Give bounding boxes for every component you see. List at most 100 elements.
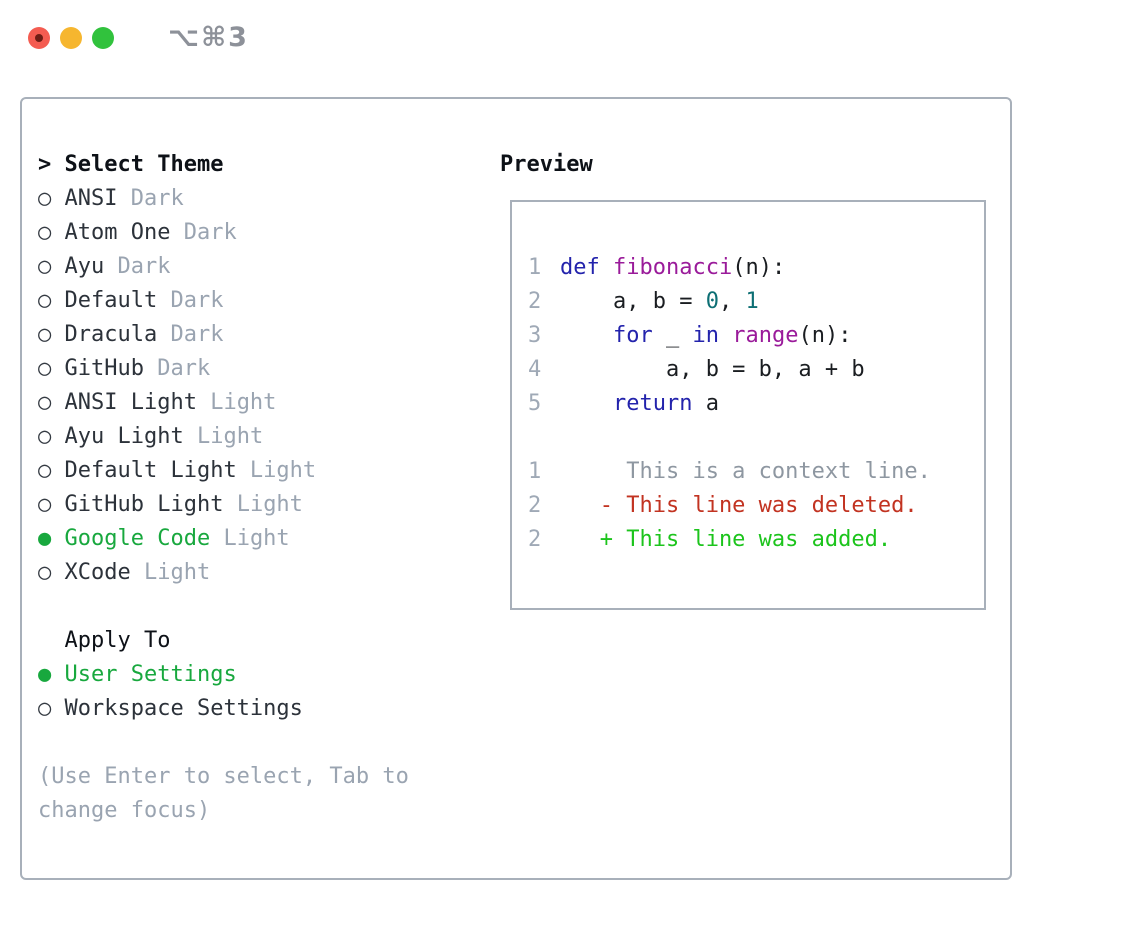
- code-line: 2 a, b = 0, 1: [528, 285, 984, 319]
- code-line: 4 a, b = b, a + b: [528, 353, 984, 387]
- radio-icon: ○: [38, 186, 65, 211]
- line-number: 2: [528, 493, 542, 518]
- theme-variant: Dark: [117, 186, 184, 211]
- radio-icon: ○: [38, 424, 65, 449]
- code-line: 1 def fibonacci(n):: [528, 251, 984, 285]
- line-number: 5: [528, 391, 542, 416]
- theme-list: > Select Theme○ ANSI Dark○ Atom One Dark…: [38, 148, 478, 828]
- theme-name: Atom One: [64, 220, 171, 245]
- hint-text: (Use Enter to select, Tab to change focu…: [38, 764, 409, 823]
- line-number: 3: [528, 323, 542, 348]
- theme-option-github-light[interactable]: ○ GitHub Light Light: [38, 488, 478, 522]
- diff-line-added: 2 + This line was added.: [528, 523, 984, 557]
- window-title: ⌥⌘3: [168, 22, 249, 53]
- apply-option-user-settings[interactable]: ● User Settings: [38, 658, 478, 692]
- theme-name: ANSI Light: [64, 390, 197, 415]
- code-token: 0: [705, 289, 719, 314]
- code-token: ,: [718, 289, 746, 314]
- diff-text: + This line was added.: [560, 527, 892, 552]
- code-token: [560, 323, 613, 348]
- theme-option-google-code[interactable]: ● Google Code Light: [38, 522, 478, 556]
- theme-variant: Dark: [143, 356, 211, 381]
- code-token: _: [652, 323, 693, 348]
- traffic-lights: [28, 27, 114, 49]
- theme-option-default[interactable]: ○ Default Dark: [38, 284, 478, 318]
- code-token: 1: [745, 289, 759, 314]
- header-prefix: >: [38, 152, 65, 177]
- theme-variant: Light: [236, 458, 317, 483]
- apply-option-label: Workspace Settings: [64, 696, 303, 721]
- apply-option-workspace-settings[interactable]: ○ Workspace Settings: [38, 692, 478, 726]
- code-token: for: [612, 323, 653, 348]
- radio-icon: ○: [38, 288, 65, 313]
- theme-variant: Dark: [157, 322, 224, 347]
- theme-picker-dialog: > Select Theme○ ANSI Dark○ Atom One Dark…: [20, 97, 1012, 880]
- titlebar: ⌥⌘3: [0, 0, 1140, 97]
- radio-icon: ○: [38, 560, 65, 585]
- theme-name: Default Light: [64, 458, 237, 483]
- theme-name: ANSI: [64, 186, 118, 211]
- code-token: fibonacci: [613, 255, 733, 280]
- code-content: for _ in range(n):: [560, 319, 851, 353]
- code-token: a, b =: [560, 289, 706, 314]
- line-number: 1: [528, 459, 542, 484]
- theme-name: Google Code: [64, 526, 211, 551]
- theme-name: Ayu: [64, 254, 105, 279]
- theme-variant: Dark: [170, 220, 237, 245]
- theme-option-ayu-light[interactable]: ○ Ayu Light Light: [38, 420, 478, 454]
- zoom-button[interactable]: [92, 27, 114, 49]
- theme-option-xcode[interactable]: ○ XCode Light: [38, 556, 478, 590]
- theme-list-header-label: Select Theme: [64, 152, 224, 177]
- spacer-row: [38, 590, 478, 624]
- code-token: [560, 391, 613, 416]
- theme-variant: Light: [130, 560, 211, 585]
- code-content: return a: [560, 387, 719, 421]
- theme-option-atom-one[interactable]: ○ Atom One Dark: [38, 216, 478, 250]
- apply-to-header-label: Apply To: [38, 628, 171, 653]
- theme-variant: Dark: [104, 254, 171, 279]
- code-line: 3 for _ in range(n):: [528, 319, 984, 353]
- code-token: in: [692, 323, 719, 348]
- theme-variant: Light: [183, 424, 264, 449]
- spacer-row: [38, 726, 478, 760]
- close-button[interactable]: [28, 27, 50, 49]
- radio-icon: ○: [38, 390, 65, 415]
- theme-option-ayu[interactable]: ○ Ayu Dark: [38, 250, 478, 284]
- theme-name: GitHub Light: [64, 492, 224, 517]
- minimize-button[interactable]: [60, 27, 82, 49]
- radio-icon: ○: [38, 322, 65, 347]
- apply-option-label: User Settings: [64, 662, 237, 687]
- theme-option-github[interactable]: ○ GitHub Dark: [38, 352, 478, 386]
- diff-line-deleted: 2 - This line was deleted.: [528, 489, 984, 523]
- theme-name: Dracula: [64, 322, 158, 347]
- theme-option-default-light[interactable]: ○ Default Light Light: [38, 454, 478, 488]
- theme-option-ansi[interactable]: ○ ANSI Dark: [38, 182, 478, 216]
- theme-option-dracula[interactable]: ○ Dracula Dark: [38, 318, 478, 352]
- line-number: 1: [528, 255, 542, 280]
- theme-name: Default: [64, 288, 158, 313]
- radio-icon: ○: [38, 696, 65, 721]
- code-content: def fibonacci(n):: [560, 251, 785, 285]
- theme-name: XCode: [64, 560, 131, 585]
- radio-icon: ○: [38, 254, 65, 279]
- code-token: def: [560, 255, 600, 280]
- theme-list-header: > Select Theme: [38, 148, 478, 182]
- code-token: (n):: [798, 323, 852, 348]
- radio-icon: ○: [38, 356, 65, 381]
- code-token: a, b = b, a + b: [560, 357, 865, 382]
- radio-icon: ○: [38, 220, 65, 245]
- radio-icon: ○: [38, 492, 65, 517]
- apply-to-header: Apply To: [38, 624, 478, 658]
- code-content: a, b = b, a + b: [560, 353, 865, 387]
- line-number: 4: [528, 357, 542, 382]
- code-token: range: [732, 323, 799, 348]
- code-token: (n):: [732, 255, 786, 280]
- code-line: 5 return a: [528, 387, 984, 421]
- theme-option-ansi-light[interactable]: ○ ANSI Light Light: [38, 386, 478, 420]
- theme-variant: Light: [223, 492, 303, 517]
- radio-icon: ●: [38, 526, 65, 551]
- theme-variant: Light: [210, 526, 290, 551]
- code-token: a: [692, 391, 719, 416]
